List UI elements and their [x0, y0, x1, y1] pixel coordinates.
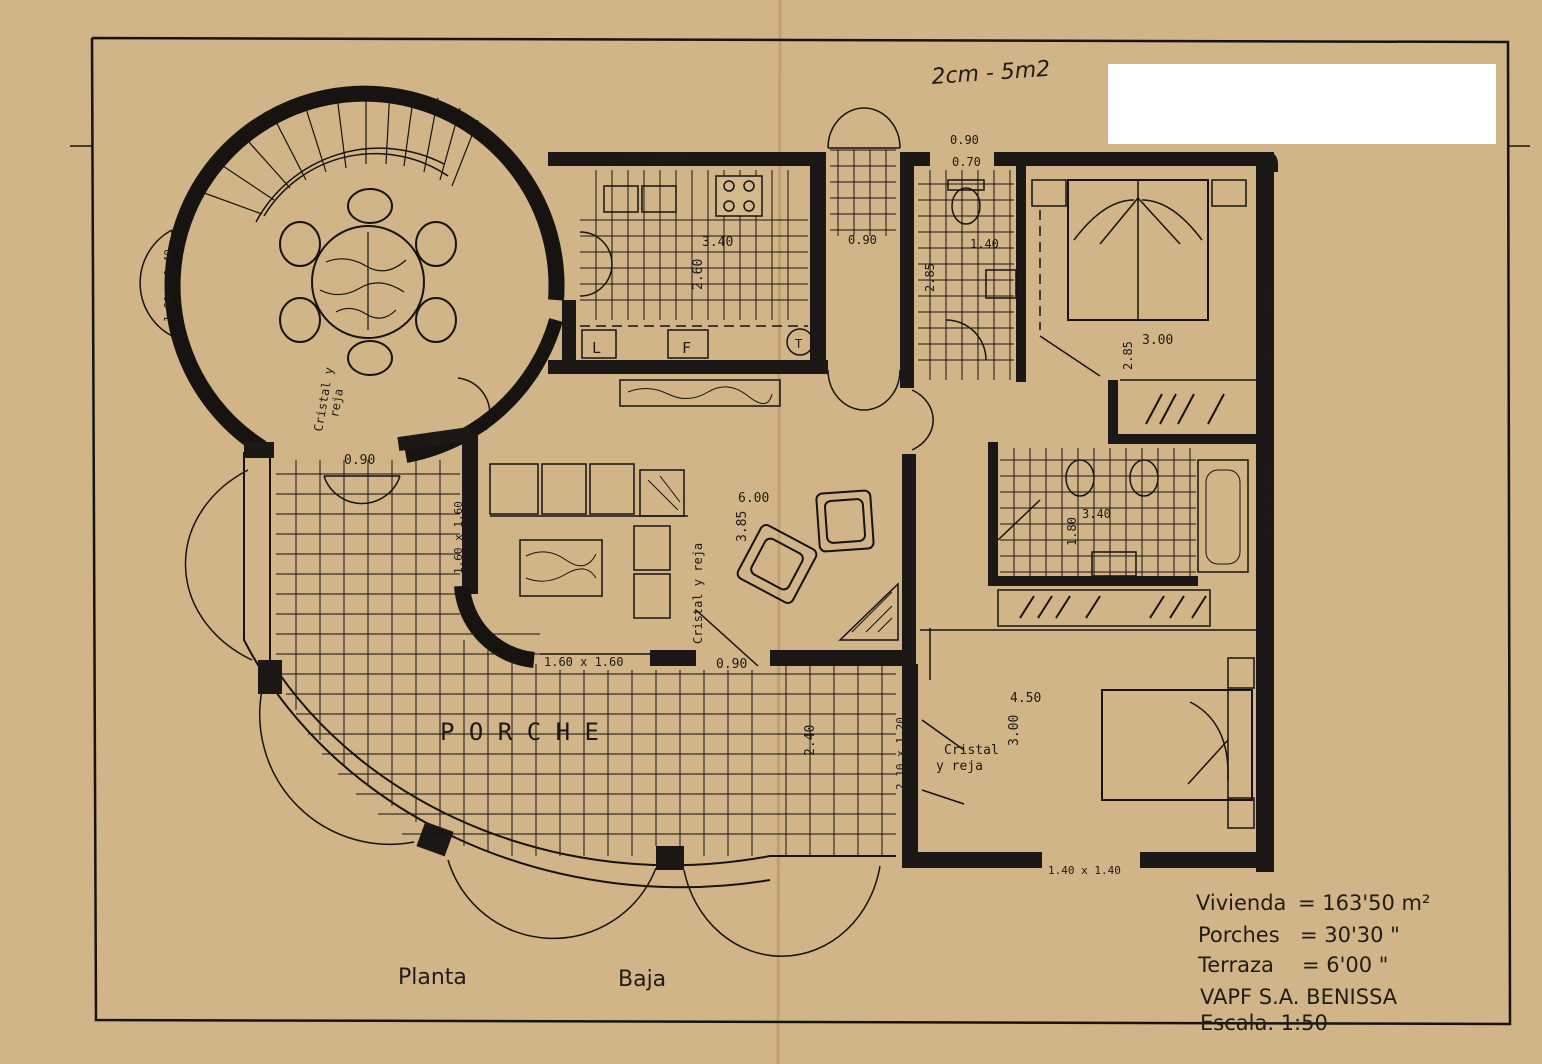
- dim-win-160-160-left: 1.60 x 1.60: [452, 501, 465, 574]
- dim-kitchen-w: 3.40: [702, 235, 733, 250]
- baja-label: Baja: [618, 967, 666, 992]
- company-name: VAPF S.A. BENISSA: [1200, 985, 1398, 1009]
- dim-win-160-140: 1.60 x 1.40: [162, 249, 175, 322]
- kitchen: L F T: [548, 152, 828, 407]
- dim-porch-240: 2.40: [803, 725, 818, 756]
- dim-hall-090: 0.90: [848, 233, 877, 247]
- dim-kitchen-h: 2.60: [691, 259, 706, 290]
- dim-win-120-120: 1.20 x 1.20: [1262, 285, 1275, 358]
- dim-bed2-450: 4.50: [1010, 691, 1041, 706]
- dim-bed1-300: 3.00: [1142, 333, 1173, 348]
- round-dining-room: [139, 85, 565, 463]
- dim-door-090-bottom: 0.90: [716, 657, 747, 672]
- terraza-label: Terraza: [1197, 953, 1274, 977]
- dim-win-090-070: 0.90 x 0.70: [1264, 463, 1277, 536]
- planta-label: Planta: [398, 965, 467, 990]
- dim-070-bath-top: 0.70: [952, 155, 981, 169]
- scale-label: Escala. 1:50: [1200, 1011, 1328, 1035]
- vivienda-value: = 163'50 m²: [1298, 891, 1430, 915]
- sheet-border: [90, 36, 1512, 1026]
- redaction-box: [1108, 64, 1496, 144]
- area-summary: Vivienda = 163'50 m² Porches = 30'30 " T…: [1196, 891, 1430, 1035]
- bedroom-1: [1031, 152, 1278, 872]
- cristal-reja-right-1: Cristal: [944, 743, 999, 758]
- porch: [184, 377, 896, 957]
- dim-living-600: 6.00: [738, 491, 769, 506]
- dim-bath2-180: 1.80: [1065, 517, 1079, 546]
- dim-bath-140: 1.40: [970, 237, 999, 251]
- dim-win-160-160-bottom: 1.60 x 1.60: [544, 655, 623, 669]
- porches-value: = 30'30 ": [1300, 923, 1400, 947]
- dim-bath-285: 2.85: [923, 263, 937, 292]
- living-room: [454, 434, 916, 668]
- dim-door-090-dining: 0.90: [344, 453, 375, 468]
- dim-bed1-285: 2.85: [1121, 341, 1135, 370]
- dim-living-385: 3.85: [735, 511, 750, 542]
- dim-win-210-120: 2.10 x 1.20: [894, 717, 907, 790]
- terraza-value: = 6'00 ": [1302, 953, 1388, 977]
- dim-bath2-340: 3.40: [1082, 507, 1111, 521]
- dim-bed2-300: 3.00: [1007, 715, 1022, 746]
- dim-090-bath-top: 0.90: [950, 133, 979, 147]
- porches-label: Porches: [1198, 923, 1280, 947]
- bathroom-1: [900, 152, 1272, 388]
- kitchen-heater-label: T: [795, 337, 802, 351]
- bathroom-2: [920, 442, 1256, 631]
- dim-win-140-140: 1.40 x 1.40: [1048, 864, 1121, 877]
- vivienda-label: Vivienda: [1196, 891, 1286, 915]
- hallway: [827, 107, 934, 451]
- cristal-reja-right-2: y reja: [936, 759, 983, 774]
- cristal-reja-mid: Cristal y reja: [691, 543, 705, 644]
- kitchen-fridge-label: F: [682, 339, 691, 357]
- cristal-reja-left-2: reja: [327, 388, 346, 419]
- bedroom-2: [902, 628, 1274, 868]
- porch-label: P O R C H E: [440, 718, 599, 746]
- dim-090-090-top: 0.90 x 0.90: [610, 155, 689, 169]
- kitchen-sink-label: L: [592, 339, 601, 357]
